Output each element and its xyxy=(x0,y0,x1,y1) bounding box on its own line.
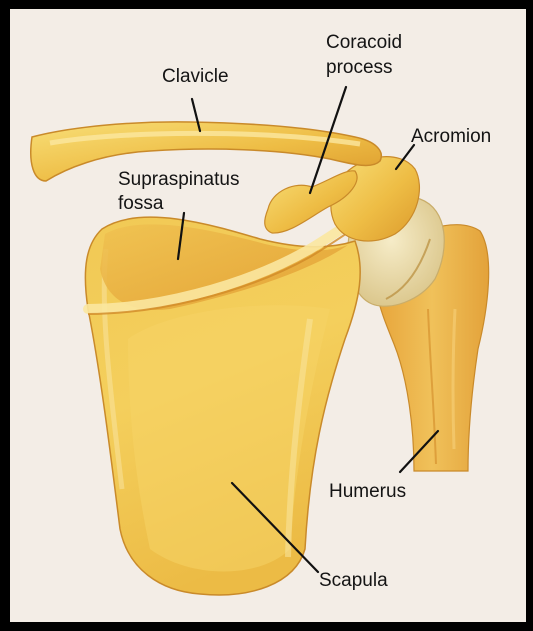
label-scapula: Scapula xyxy=(319,570,388,591)
label-humerus: Humerus xyxy=(329,481,406,502)
diagram-canvas: Clavicle Coracoid process Acromion Supra… xyxy=(10,9,526,622)
label-clavicle: Clavicle xyxy=(162,66,229,87)
label-supraspinatus-fossa-line1: Supraspinatus xyxy=(118,169,239,190)
label-acromion: Acromion xyxy=(411,126,491,147)
scapula-bone xyxy=(85,194,395,595)
label-supraspinatus-fossa-line2: fossa xyxy=(118,193,164,214)
shoulder-anatomy-illustration: Clavicle Coracoid process Acromion Supra… xyxy=(10,9,526,622)
label-coracoid-process-line2: process xyxy=(326,57,393,78)
label-coracoid-process-line1: Coracoid xyxy=(326,32,402,53)
